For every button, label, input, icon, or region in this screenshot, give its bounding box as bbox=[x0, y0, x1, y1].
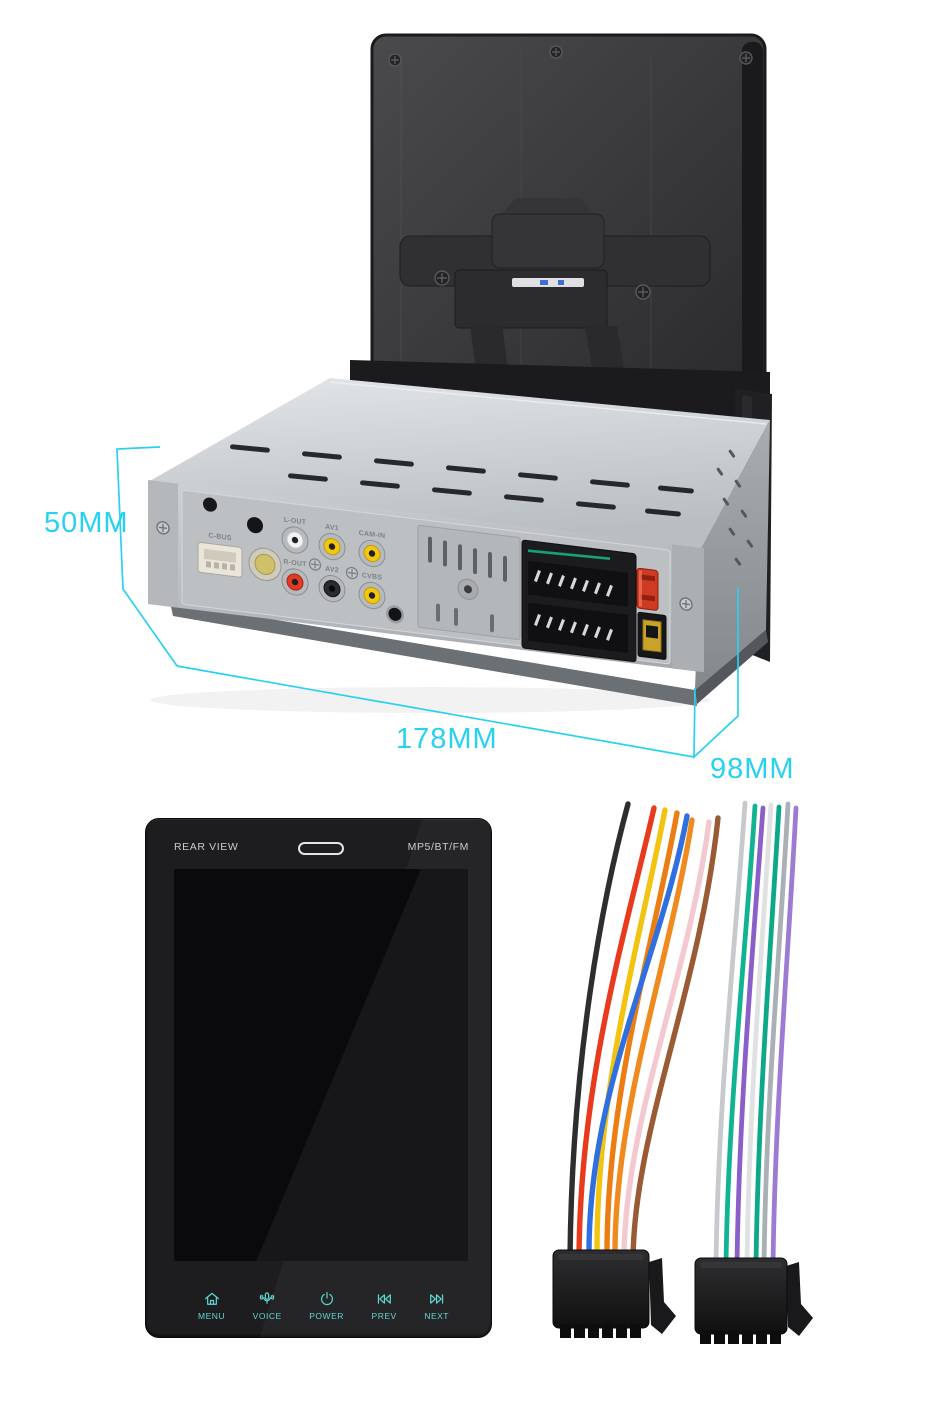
wire-harness-left bbox=[567, 801, 721, 1263]
rear-view-label: REAR VIEW bbox=[174, 841, 239, 853]
next-button: NEXT bbox=[424, 1290, 449, 1321]
screen-reflection bbox=[256, 869, 468, 1261]
prev-button: PREV bbox=[372, 1290, 397, 1321]
front-device: REAR VIEW MP5/BT/FM MENU VOICE bbox=[145, 818, 492, 1338]
cbus-connector: C-BUS bbox=[197, 532, 243, 578]
menu-button: MENU bbox=[198, 1290, 225, 1321]
power-button: POWER bbox=[309, 1290, 344, 1321]
power-icon bbox=[320, 1291, 333, 1306]
screw-icon bbox=[388, 45, 753, 67]
panel-hole bbox=[247, 517, 263, 534]
voice-icon bbox=[259, 1292, 275, 1304]
prev-icon bbox=[377, 1294, 392, 1304]
mounting-bracket bbox=[399, 198, 711, 398]
home-icon bbox=[204, 1292, 219, 1305]
voice-button: VOICE bbox=[253, 1290, 282, 1321]
dimension-width-label: 178MM bbox=[396, 723, 498, 755]
device-screen bbox=[174, 869, 468, 1261]
touch-button-row: MENU VOICE POWER bbox=[198, 1281, 449, 1321]
dimension-depth-line bbox=[693, 588, 739, 759]
usb-port bbox=[637, 611, 667, 660]
iso-plug-right bbox=[694, 1257, 813, 1344]
dimension-depth-label: 98MM bbox=[710, 753, 795, 785]
floor-shadow bbox=[150, 687, 710, 713]
dimension-height-line bbox=[116, 446, 178, 667]
fuse bbox=[636, 567, 659, 611]
chassis-side-face bbox=[695, 420, 770, 690]
next-icon bbox=[429, 1294, 443, 1304]
svg-text:AV2: AV2 bbox=[325, 566, 339, 575]
screen-back-panel bbox=[370, 33, 767, 427]
rca-jack-av2 bbox=[318, 574, 346, 603]
aux-jack bbox=[386, 605, 404, 624]
rca-jack-av1 bbox=[318, 532, 346, 561]
wire-harness-right bbox=[713, 800, 799, 1269]
model-label: MP5/BT/FM bbox=[407, 841, 469, 853]
device-header: REAR VIEW MP5/BT/FM bbox=[172, 841, 469, 857]
rca-jack-cvbs bbox=[358, 581, 386, 610]
svg-text:CAM-IN: CAM-IN bbox=[359, 530, 385, 540]
svg-text:AV1: AV1 bbox=[325, 524, 339, 533]
dimension-width-line bbox=[176, 665, 695, 758]
svg-text:CVBS: CVBS bbox=[362, 572, 382, 581]
iso-plug-left bbox=[552, 1249, 676, 1338]
iso-connector-block bbox=[521, 539, 637, 663]
chassis-underside bbox=[170, 602, 697, 706]
dimension-annotations: 50MM 178MM 98MM bbox=[44, 446, 795, 785]
ir-sensor-pill bbox=[297, 842, 344, 855]
chassis-underside-right bbox=[695, 630, 768, 704]
vent-slots bbox=[230, 444, 694, 517]
rca-jack-r-out bbox=[281, 568, 309, 596]
svg-text:C-BUS: C-BUS bbox=[208, 532, 231, 542]
rca-jacks: L-OUT AV1 CAM-IN R-OUT AV2 CVBS bbox=[281, 517, 386, 610]
rca-jack-cam-in bbox=[358, 539, 386, 568]
dimension-height-label: 50MM bbox=[44, 507, 129, 539]
unit-photo-top: C-BUS L-OUT AV1 CAM-IN R-OUT AV2 bbox=[44, 33, 795, 785]
cast-midsection bbox=[417, 524, 521, 640]
panel-hole bbox=[203, 497, 217, 512]
svg-text:R-OUT: R-OUT bbox=[283, 559, 307, 569]
antenna-jack bbox=[248, 547, 282, 581]
svg-text:L-OUT: L-OUT bbox=[284, 517, 307, 527]
rca-jack-l-out bbox=[281, 526, 309, 554]
rear-connector-panel: C-BUS L-OUT AV1 CAM-IN R-OUT AV2 bbox=[148, 480, 704, 673]
